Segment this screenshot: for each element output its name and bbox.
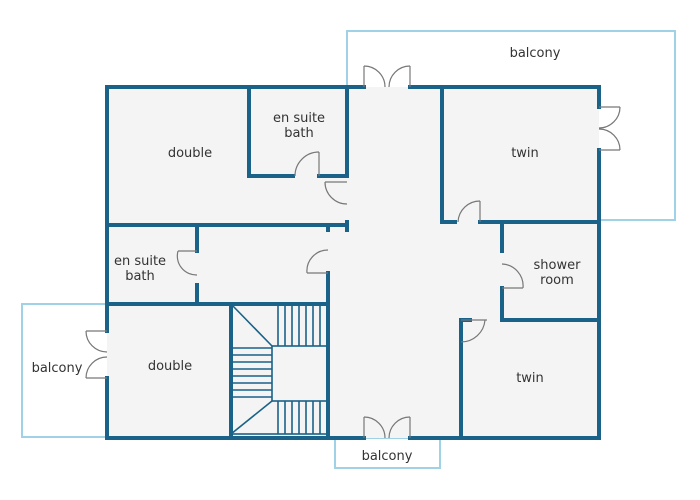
room-shower-label-2: room	[540, 273, 574, 288]
balcony-left-outline	[21, 303, 109, 438]
room-en-suite-left-label-1: en suite	[114, 254, 166, 269]
floor-area	[107, 87, 599, 438]
room-double-bottom-label: double	[148, 359, 192, 374]
door-top-balcony	[363, 65, 411, 88]
door-twin-bottom	[460, 319, 487, 343]
room-en-suite-left-label-2: bath	[125, 269, 155, 284]
room-en-suite-top-label-2: bath	[284, 126, 314, 141]
door-en-suite-top	[294, 151, 320, 177]
room-double-top-label: double	[168, 146, 212, 161]
door-twin-top	[457, 200, 481, 223]
walls	[105, 85, 601, 440]
doors	[85, 65, 621, 439]
balcony-top-right-label: balcony	[510, 46, 561, 61]
balcony-bottom-label: balcony	[362, 449, 413, 464]
balcony-left-label: balcony	[32, 361, 83, 376]
room-en-suite-top-label-1: en suite	[273, 111, 325, 126]
door-shower	[501, 263, 524, 289]
door-bottom-balcony	[363, 416, 411, 439]
room-shower-label-1: shower	[534, 258, 582, 273]
door-double-top	[324, 181, 348, 205]
door-en-suite-left	[176, 250, 198, 276]
door-right-balcony	[598, 106, 621, 151]
door-left-balcony	[85, 330, 108, 379]
room-twin-bottom-label: twin	[516, 371, 544, 386]
room-twin-top-label: twin	[511, 146, 539, 161]
door-double-bottom	[306, 249, 329, 274]
